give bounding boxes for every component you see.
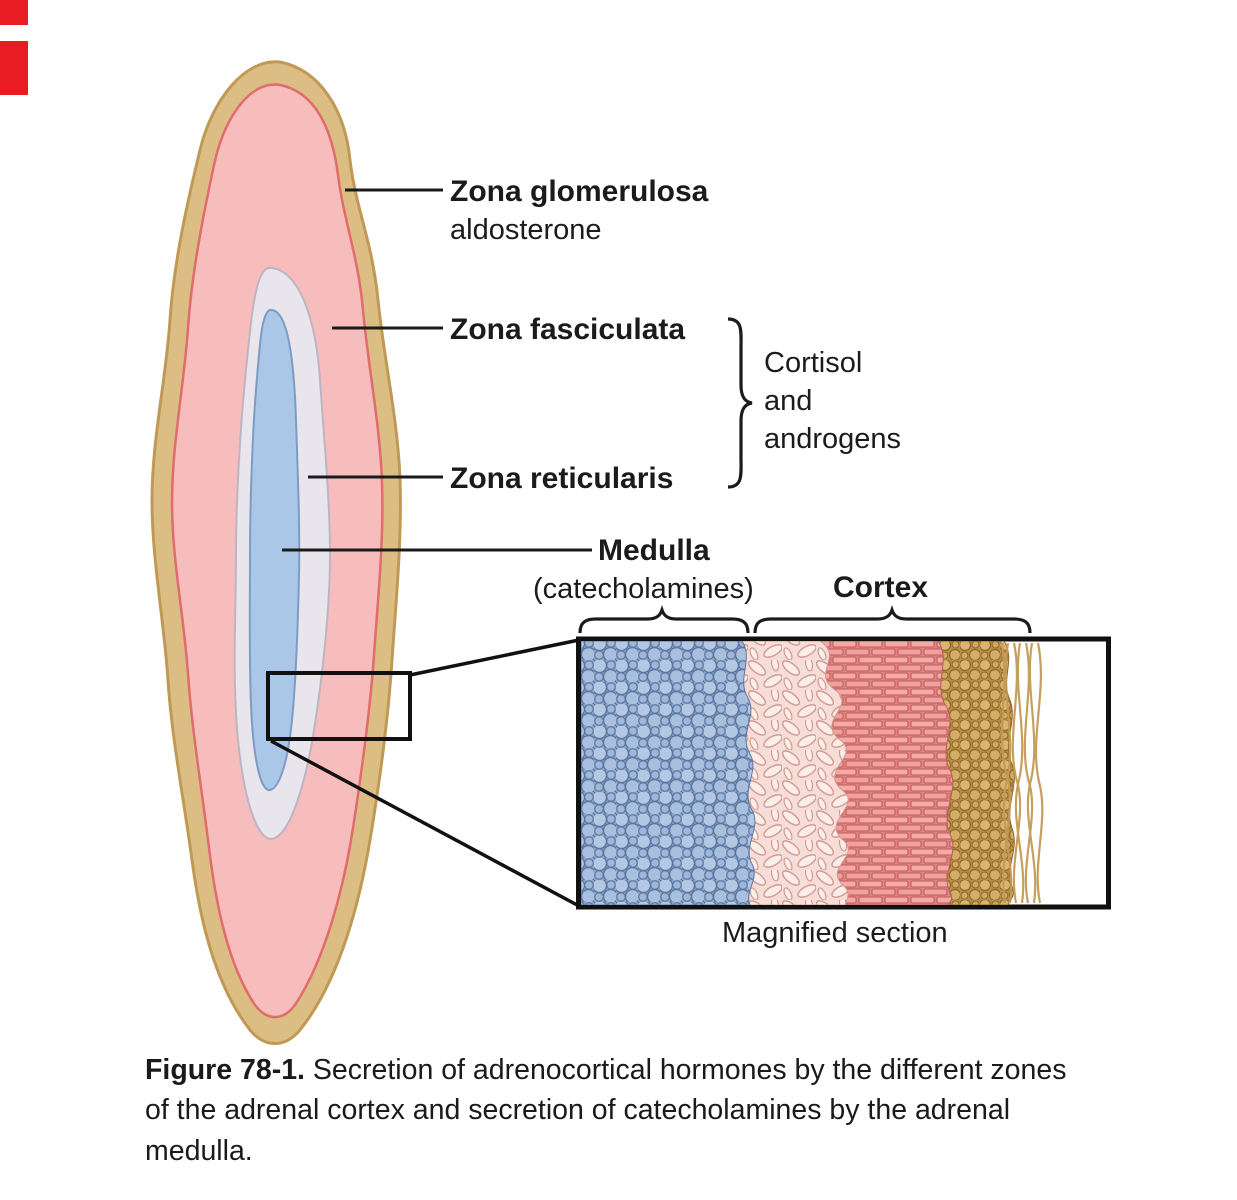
magnified-medulla-texture [581,641,756,905]
medulla-core-shape [248,309,301,791]
zoom-source-rect [266,671,412,741]
catecholamines-label: (catecholamines) [533,573,754,605]
zona-glomerulosa-label: Zona glomerulosa [450,175,709,208]
zona-fasciculata-label: Zona fasciculata [450,313,685,346]
capsule-fibers [1000,642,1044,904]
medulla-label: Medulla [598,534,710,567]
adrenal-gland-section [150,60,402,1045]
caption-text: Secretion of adrenocortical hormones by … [145,1054,1067,1167]
zoom-connector-bottom [270,739,580,908]
page-edge-mark-lower [0,41,28,95]
magnified-section-label: Magnified section [722,917,948,949]
cortisol-label-line1: Cortisol [764,347,862,379]
aldosterone-label: aldosterone [450,214,602,246]
cortisol-brace [727,317,753,489]
figure-caption: Figure 78-1. Secretion of adrenocortical… [145,1050,1085,1171]
cortisol-label-line2: and [764,385,812,417]
cortex-label: Cortex [833,571,928,604]
page-edge-mark-top [0,0,28,25]
cortisol-label-line3: androgens [764,423,901,455]
magnified-section-box [576,636,1111,910]
medulla-brace [578,604,750,634]
zoom-connector-top [409,638,580,677]
cortex-brace [753,604,1032,634]
leader-lines [282,188,592,552]
zona-reticularis-label: Zona reticularis [450,462,673,495]
caption-figure-number: Figure 78-1. [145,1054,305,1086]
